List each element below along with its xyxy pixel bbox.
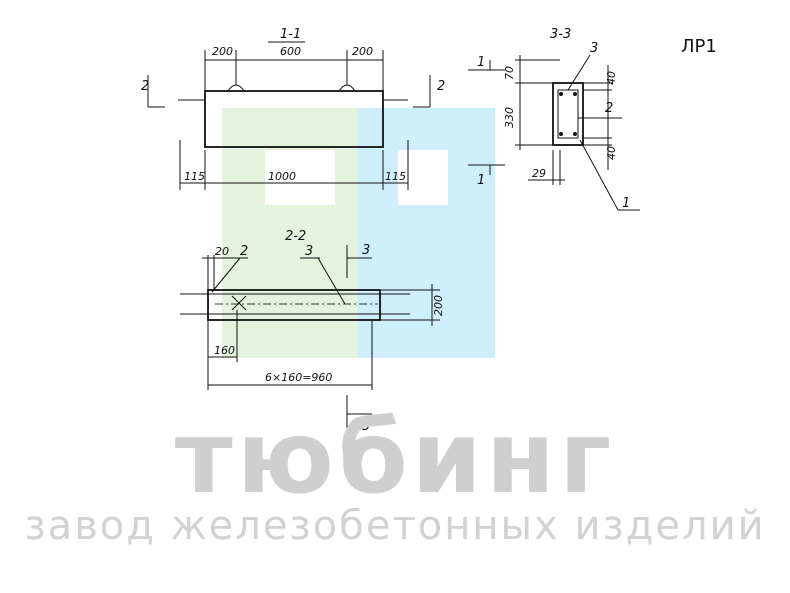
brand-name: тюбинг bbox=[174, 399, 616, 516]
callout-2: 2 bbox=[605, 101, 613, 116]
dim-160: 160 bbox=[214, 344, 235, 357]
beam-elevation bbox=[204, 90, 384, 148]
callout-1: 1 bbox=[622, 196, 630, 211]
dim-bottom-mid: 1000 bbox=[268, 170, 296, 183]
rebar-cage bbox=[557, 89, 579, 139]
callout-leader-1 bbox=[579, 139, 619, 211]
dim-height-330: 330 bbox=[503, 107, 516, 128]
cut-label-bottom: 1 bbox=[477, 173, 485, 188]
dim-right-top-40: 40 bbox=[605, 71, 618, 85]
section-2-2: 2-2 20 2 3 3 200 160 bbox=[180, 229, 445, 434]
logo-cutout-2 bbox=[398, 150, 448, 205]
callout-3: 3 bbox=[305, 244, 313, 259]
dim-bottom-right: 115 bbox=[385, 170, 406, 183]
cut-label-right: 2 bbox=[437, 79, 445, 94]
section-1-1-title: 1-1 bbox=[280, 27, 301, 42]
cut-label-bottom: 3 bbox=[362, 419, 370, 434]
callout-2: 2 bbox=[240, 244, 248, 259]
section-2-2-title: 2-2 bbox=[285, 229, 306, 244]
section-3-3-title: 3-3 bbox=[550, 27, 571, 42]
dim-bottom-left: 115 bbox=[184, 170, 205, 183]
callout-3: 3 bbox=[590, 41, 598, 56]
dim-top-70: 70 bbox=[503, 66, 516, 80]
callout-leader-2 bbox=[211, 257, 241, 293]
section-1-1: 1-1 200 600 200 115 1000 115 2 2 bbox=[141, 27, 445, 190]
dim-top-mid: 600 bbox=[280, 45, 301, 58]
lifting-loop-left bbox=[227, 84, 245, 92]
dim-bottom-29: 29 bbox=[532, 167, 546, 180]
dim-height-200: 200 bbox=[432, 295, 445, 316]
cut-label-left: 2 bbox=[141, 79, 149, 94]
lifting-loop-right bbox=[338, 84, 356, 92]
dim-20: 20 bbox=[215, 245, 229, 258]
cross-section-outline bbox=[552, 82, 584, 146]
product-code: ЛР1 bbox=[681, 36, 717, 57]
cut-label-top: 1 bbox=[477, 55, 485, 70]
cut-label-top: 3 bbox=[362, 243, 370, 258]
callout-leader-3 bbox=[317, 257, 346, 305]
dim-top-right: 200 bbox=[352, 45, 373, 58]
callout-leader-3 bbox=[567, 54, 591, 91]
dim-right-bottom-40: 40 bbox=[605, 146, 618, 160]
brand-tagline: завод железобетонных изделий bbox=[24, 503, 766, 549]
section-3-3: 3-3 70 330 40 40 29 3 2 bbox=[468, 27, 640, 211]
dim-top-left: 200 bbox=[212, 45, 233, 58]
dim-total: 6×160=960 bbox=[265, 371, 332, 384]
logo-cutout bbox=[265, 150, 335, 205]
logo-green-block bbox=[222, 108, 367, 358]
